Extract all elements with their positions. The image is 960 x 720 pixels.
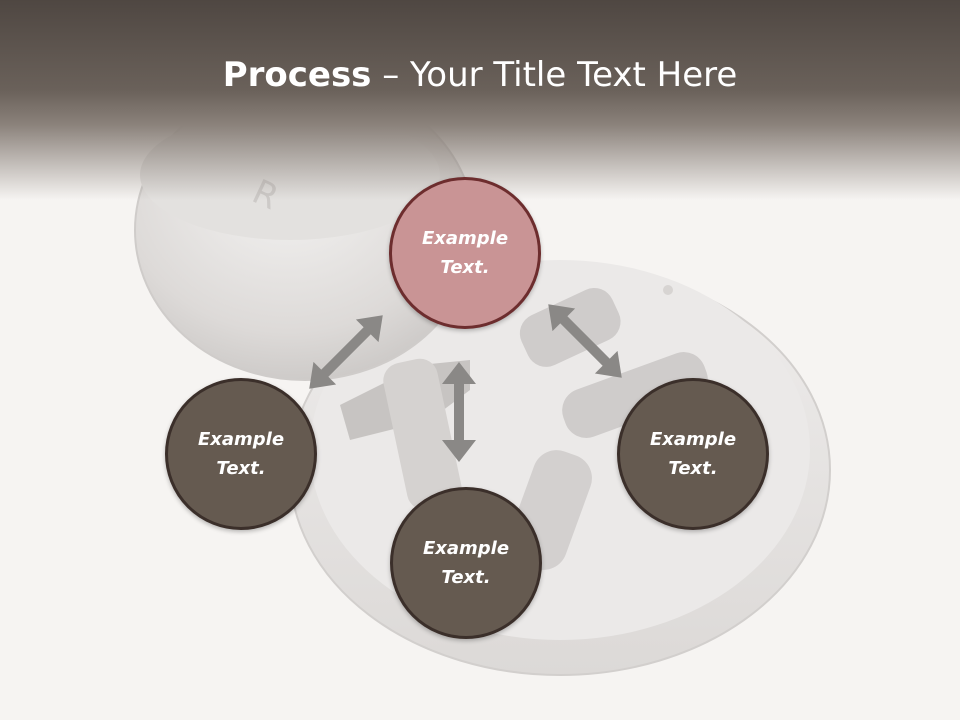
slide-title: Process – Your Title Text Here (0, 52, 960, 98)
node-top-line2: Text. (440, 257, 490, 278)
arrow-top-left (309, 315, 383, 389)
node-bottom-line1: Example (422, 538, 510, 559)
arrow-top-right (548, 304, 622, 378)
node-left-line2: Text. (216, 458, 266, 479)
arrow-vertical (442, 362, 476, 462)
title-bold-part: Process (222, 55, 372, 95)
node-left-line1: Example (197, 429, 285, 450)
node-right-line2: Text. (668, 458, 718, 479)
node-right-line1: Example (649, 429, 737, 450)
node-top-line1: Example (421, 228, 509, 249)
title-rest-part: – Your Title Text Here (371, 55, 738, 95)
node-bottom-line2: Text. (441, 567, 491, 588)
title-band (0, 0, 960, 200)
